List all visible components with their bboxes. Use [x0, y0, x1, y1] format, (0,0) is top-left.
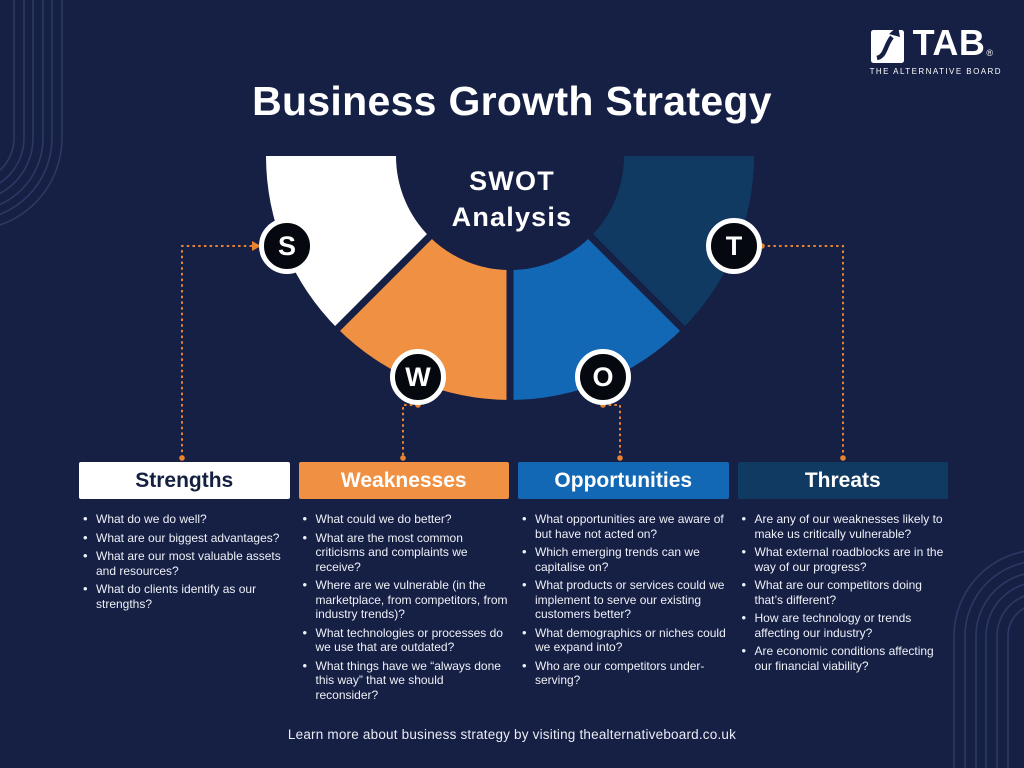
- connector-strengths-arrowhead: [252, 241, 261, 251]
- column-header-threats: Threats: [737, 462, 948, 499]
- bullet-item: Where are we vulnerable (in the marketpl…: [303, 577, 510, 622]
- connector-weaknesses-end-dot: [400, 455, 406, 461]
- segment-threats: [590, 156, 754, 329]
- bullet-item: What opportunities are we aware of but h…: [522, 511, 729, 541]
- bullet-item: Are any of our weaknesses likely to make…: [742, 511, 949, 541]
- bullet-item: Are economic conditions affecting our fi…: [742, 643, 949, 673]
- column-opportunities: Opportunities What opportunities are we …: [518, 462, 729, 706]
- letter-s: S: [277, 230, 296, 261]
- tab-growth-arrow-icon: [870, 26, 904, 63]
- letter-t: T: [725, 230, 743, 261]
- swot-columns: Strengths What do we do well? What are ou…: [79, 462, 948, 706]
- segment-strengths: [266, 156, 430, 329]
- bullet-item: What technologies or processes do we use…: [303, 625, 510, 655]
- column-header-weaknesses: Weaknesses: [298, 462, 509, 499]
- bullet-item: What are our biggest advantages?: [83, 530, 290, 546]
- column-header-strengths: Strengths: [79, 462, 290, 499]
- bullet-item: How are technology or trends affecting o…: [742, 610, 949, 640]
- bullet-item: Which emerging trends can we capitalise …: [522, 544, 729, 574]
- diagram-heading: SWOT Analysis: [412, 163, 612, 235]
- bullet-item: What could we do better?: [303, 511, 510, 527]
- letter-o: O: [592, 361, 614, 392]
- strengths-list: What do we do well? What are our biggest …: [79, 511, 290, 611]
- connectors: [179, 241, 846, 461]
- letter-w: W: [405, 361, 431, 392]
- page-title: Business Growth Strategy: [252, 78, 772, 124]
- footer-text: Learn more about business strategy by vi…: [287, 727, 737, 742]
- bullet-item: What are our most valuable assets and re…: [83, 548, 290, 578]
- connector-strengths-end-dot: [179, 455, 185, 461]
- swot-letter-badge-o: O: [575, 349, 631, 405]
- connector-weaknesses: [402, 404, 418, 456]
- threats-list: Are any of our weaknesses likely to make…: [738, 511, 949, 673]
- logo-brand-text: TAB: [912, 22, 986, 63]
- bullet-item: What are our competitors doing that’s di…: [742, 577, 949, 607]
- segment-weaknesses: [337, 236, 510, 400]
- swot-letter-badge-w: W: [390, 349, 446, 405]
- column-strengths: Strengths What do we do well? What are ou…: [79, 462, 290, 706]
- connector-threats: [762, 245, 844, 456]
- bullet-item: What external roadblocks are in the way …: [742, 544, 949, 574]
- bullet-item: What products or services could we imple…: [522, 577, 729, 622]
- bullet-item: What demographics or niches could we exp…: [522, 625, 729, 655]
- diagram-heading-line1: SWOT: [469, 166, 555, 196]
- column-weaknesses: Weaknesses What could we do better?What …: [298, 462, 510, 706]
- logo-tagline: THE ALTERNATIVE BOARD: [869, 67, 1002, 76]
- swot-letter-badge-t: T: [706, 218, 762, 274]
- segment-gap-lines: [330, 153, 690, 406]
- weaknesses-list: What could we do better? What are the mos…: [299, 511, 510, 703]
- bullet-item: What do clients identify as our strength…: [83, 581, 290, 611]
- connector-opportunities-end-dot: [617, 455, 623, 461]
- column-header-opportunities: Opportunities: [518, 462, 729, 499]
- swot-letter-badge-s: S: [259, 218, 315, 274]
- bullet-item: What do we do well?: [83, 511, 290, 527]
- tab-logo: TAB® THE ALTERNATIVE BOARD: [869, 22, 1002, 77]
- segment-opportunities: [510, 236, 683, 400]
- bullet-item: Who are our competitors under-serving?: [522, 658, 729, 688]
- column-threats: Threats Are any of our weaknesses likely…: [737, 462, 949, 706]
- connector-opportunities: [603, 404, 621, 456]
- diagram-heading-line2: Analysis: [451, 202, 573, 232]
- registered-mark: ®: [986, 48, 994, 58]
- opportunities-list: What opportunities are we aware of but h…: [518, 511, 729, 688]
- connector-threats-end-dot: [840, 455, 846, 461]
- bullet-item: What things have we “always done this wa…: [303, 658, 510, 703]
- connector-strengths: [181, 245, 252, 456]
- bullet-item: What are the most common criticisms and …: [303, 530, 510, 575]
